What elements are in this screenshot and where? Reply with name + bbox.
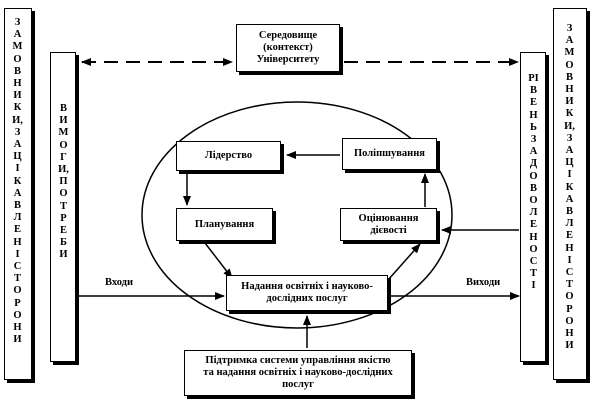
improvement-box: Поліпшування (342, 138, 437, 170)
evaluation-line1: Оцінювання (358, 212, 419, 224)
right-stakeholders-box: ЗАМОВНИКИ, ЗАЦІКАВЛЕНІ СТОРОНИ (553, 8, 587, 380)
process-ellipse (141, 101, 453, 329)
leadership-label: Лідерство (204, 150, 253, 161)
planning-label: Планування (194, 218, 255, 230)
support-line3: послуг (282, 379, 314, 390)
right-satisfaction-label: РІВЕНЬ ЗАДОВОЛЕНОСТІ (528, 73, 539, 292)
support-line2: та надання освітніх і науково-дослідних (203, 367, 393, 378)
left-requirements-box: ВИМОГИ, ПОТРЕБИ (50, 52, 76, 362)
improvement-label: Поліпшування (354, 148, 425, 159)
provision-line2: дослідних послуг (266, 293, 348, 304)
environment-line2: (контекст) (263, 42, 313, 53)
provision-box: Надання освітніх і науково- дослідних по… (226, 275, 388, 311)
left-requirements-label: ВИМОГИ, ПОТРЕБИ (58, 103, 69, 261)
outputs-label: Виходи (466, 277, 501, 288)
right-stakeholders-label: ЗАМОВНИКИ, ЗАЦІКАВЛЕНІ СТОРОНИ (564, 23, 575, 352)
evaluation-box: Оцінювання дієвості (340, 208, 437, 241)
environment-line1: Середовище (258, 30, 318, 41)
environment-line3: Університету (256, 54, 320, 65)
leadership-box: Лідерство (176, 141, 281, 171)
provision-line1: Надання освітніх і науково- (241, 281, 373, 292)
arrow-provision-evaluation (387, 243, 421, 281)
arrow-planning-provision (204, 242, 233, 279)
support-line1: Підтримка системи управління якістю (205, 355, 391, 366)
evaluation-line2: дієвості (370, 224, 407, 236)
support-box: Підтримка системи управління якістю та н… (184, 350, 412, 396)
environment-box: Середовище (контекст) Університету (236, 24, 340, 72)
left-stakeholders-label: ЗАМОВНИКИ, ЗАЦІКАВЛЕНІ СТОРОНИ (12, 17, 23, 346)
left-stakeholders-box: ЗАМОВНИКИ, ЗАЦІКАВЛЕНІ СТОРОНИ (4, 8, 32, 380)
inputs-label: Входи (105, 277, 134, 288)
right-satisfaction-box: РІВЕНЬ ЗАДОВОЛЕНОСТІ (520, 52, 546, 362)
planning-box: Планування (176, 208, 273, 241)
